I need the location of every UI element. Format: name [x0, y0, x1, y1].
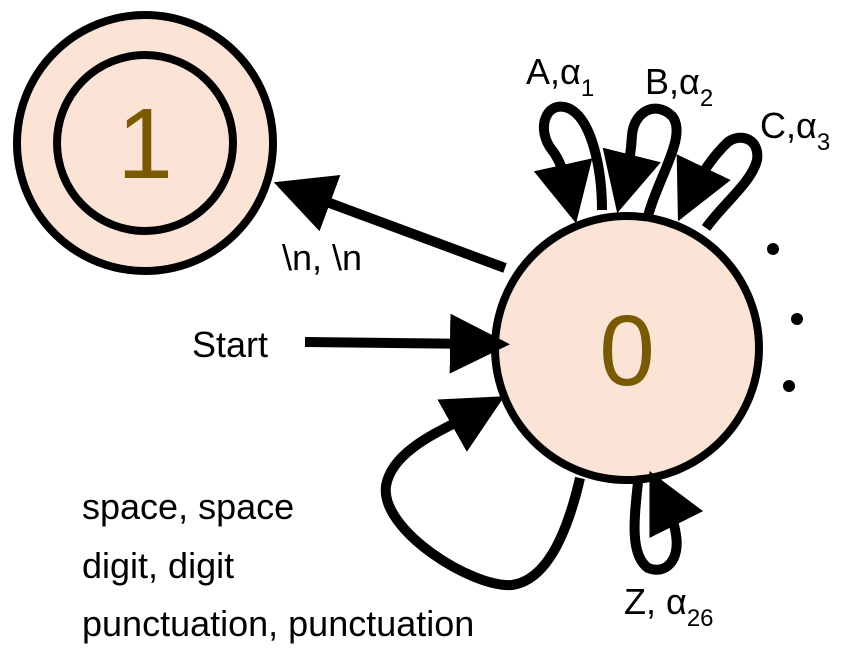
loop-c-arrow	[676, 132, 763, 231]
loop-a-label: A,α1	[526, 51, 594, 102]
loop-z-label: Z, α26	[624, 581, 714, 632]
start-arrow	[304, 313, 510, 374]
ellipsis-dot	[791, 313, 803, 325]
state-0-label: 0	[599, 295, 655, 407]
state-1-label: 1	[117, 88, 173, 200]
state-1: 1	[13, 11, 277, 275]
loop-a-arrow	[533, 101, 607, 224]
self-loop-label-line-3: punctuation, punctuation	[82, 603, 474, 644]
self-loop-arrow	[380, 396, 585, 591]
self-loop-label-line-2: digit, digit	[82, 545, 234, 586]
loop-z-arrow	[629, 470, 704, 575]
loop-b-label: B,α2	[645, 61, 713, 112]
state-0: 0	[491, 212, 763, 484]
self-loop-label-line-1: space, space	[82, 486, 294, 527]
transition-newline-label: \n, \n	[282, 237, 362, 278]
ellipsis-dot	[767, 243, 779, 255]
ellipsis-dot	[783, 380, 795, 392]
transition-newline-arrow	[273, 174, 507, 273]
loop-b-arrow	[602, 103, 682, 218]
start-label: Start	[192, 324, 268, 365]
loop-c-label: C,α3	[760, 105, 830, 156]
state-1-inner-ring	[53, 51, 237, 235]
